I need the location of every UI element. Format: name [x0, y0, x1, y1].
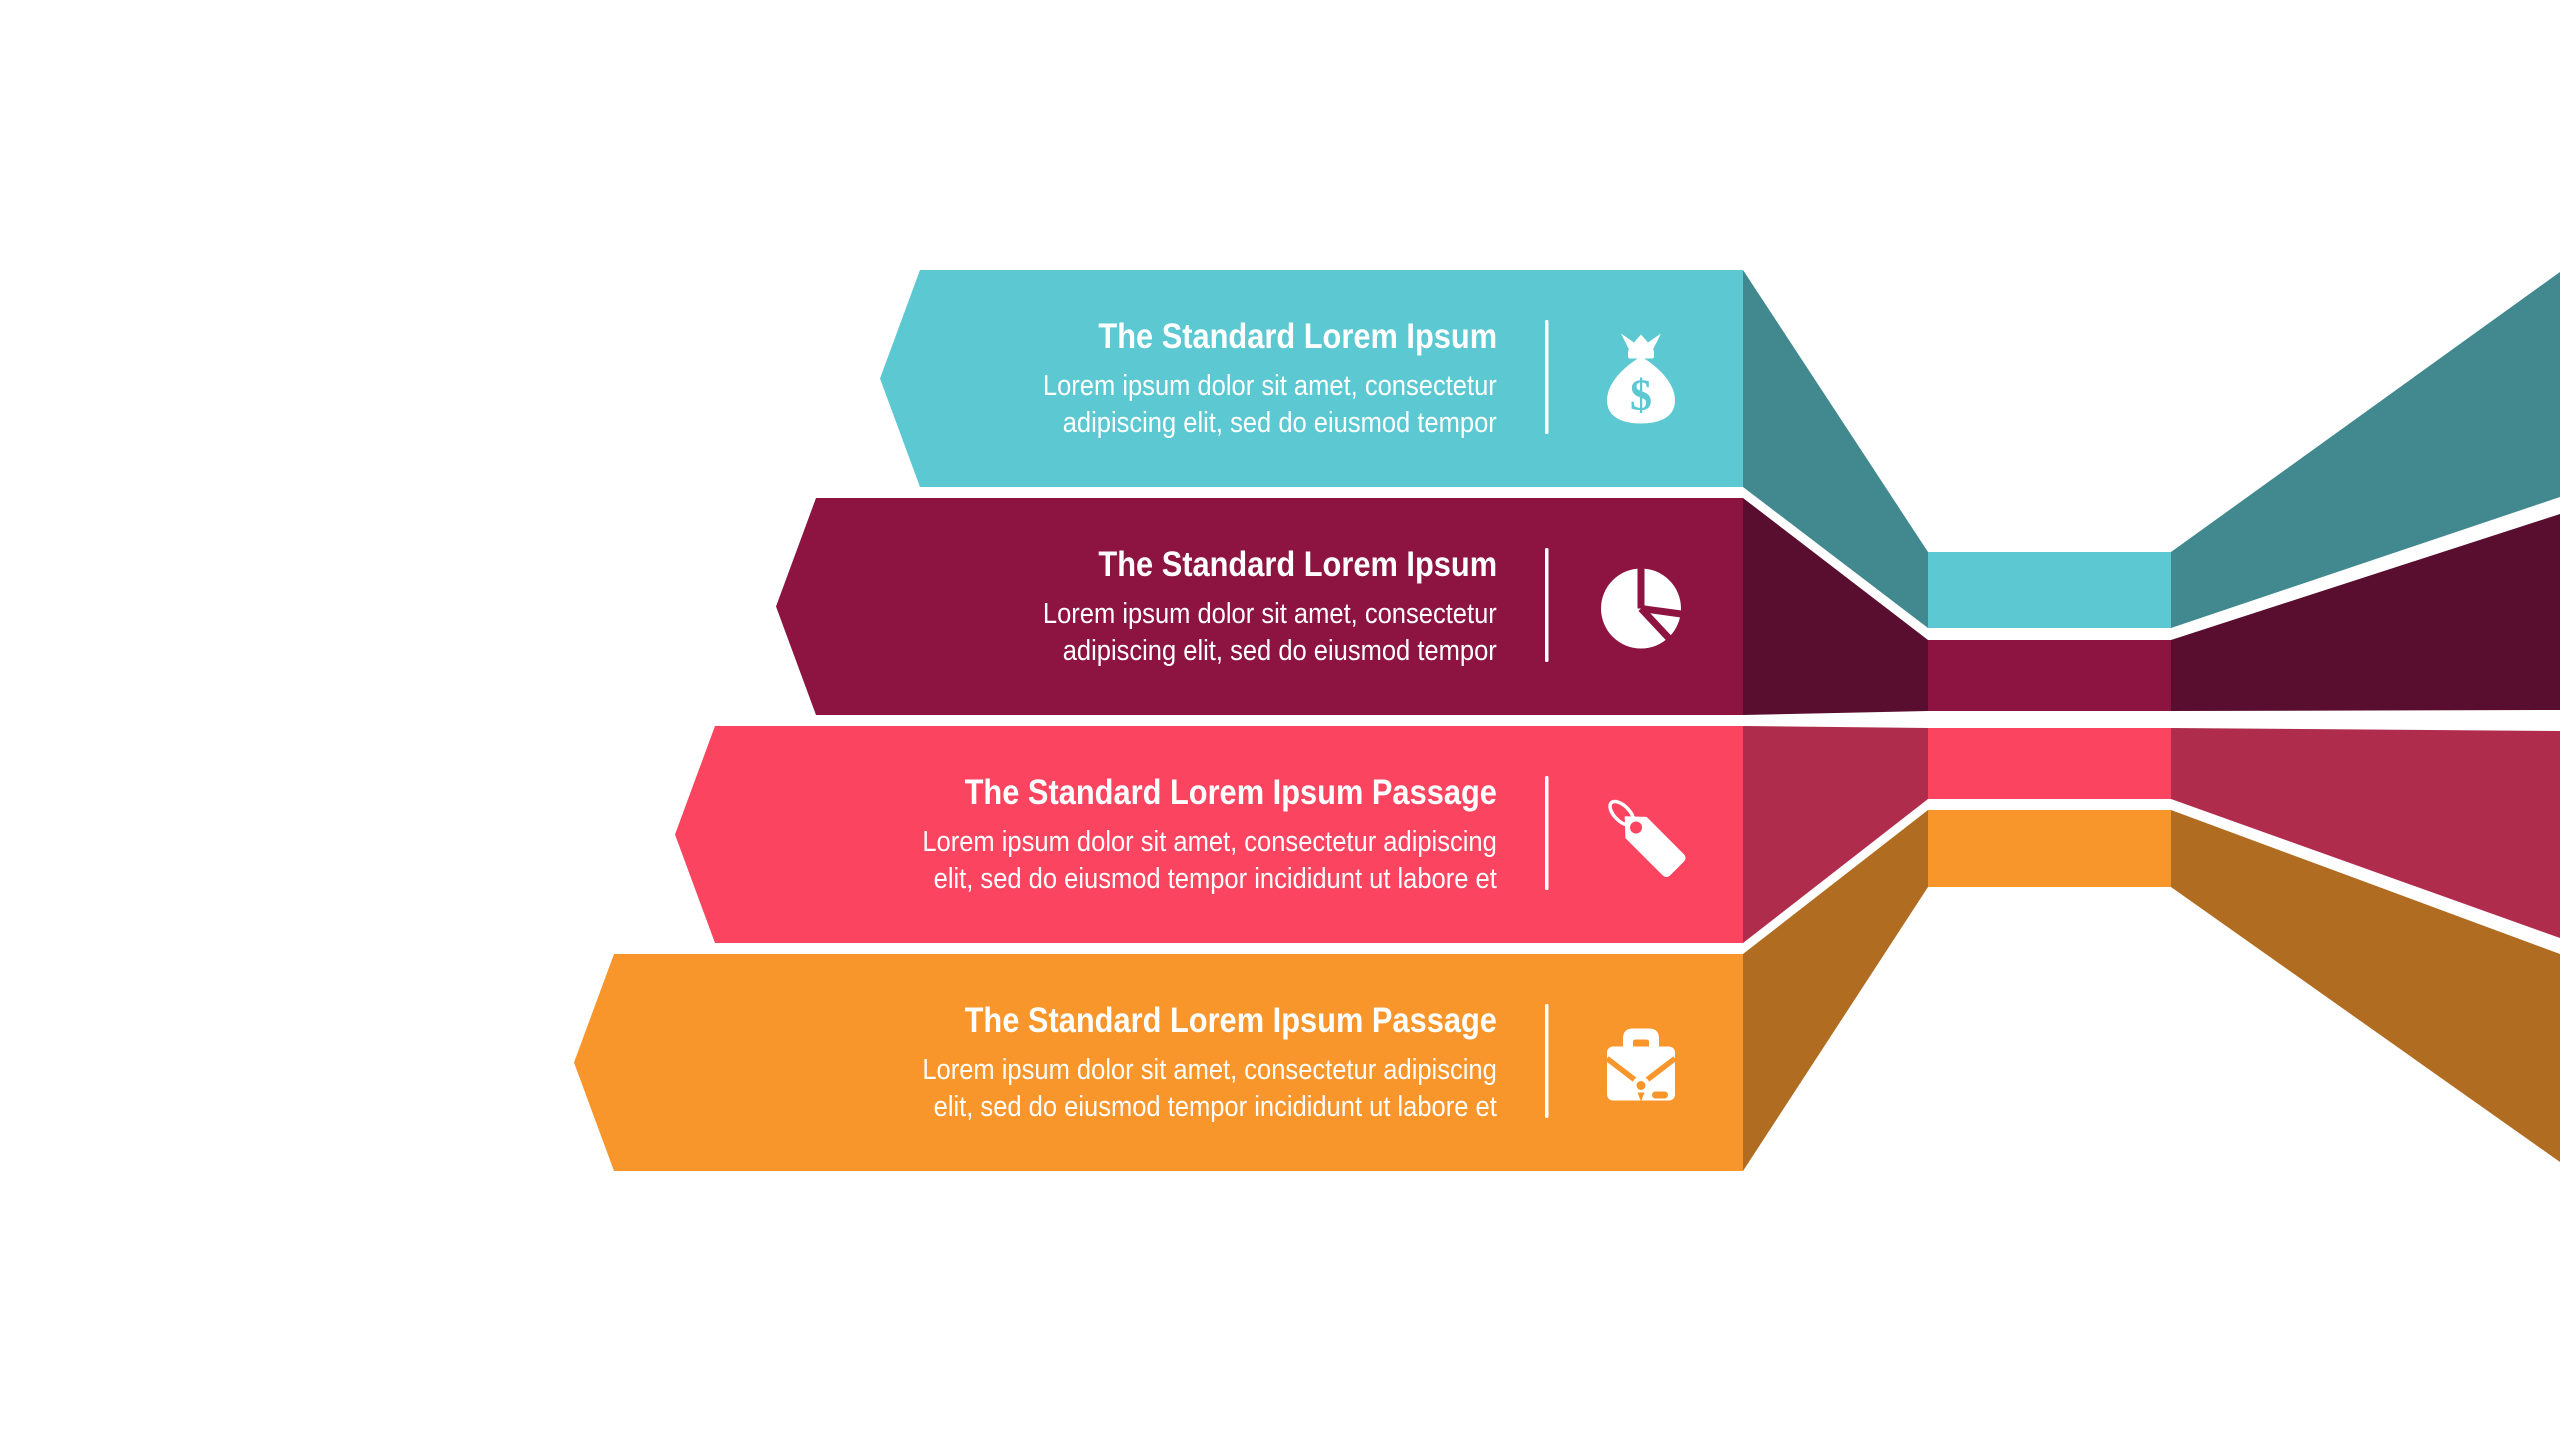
banner-4-fan-right [2171, 810, 2560, 1162]
banner-2-face [776, 498, 1743, 715]
banner-2-shade-left [1743, 498, 1928, 715]
pie-cut-horizontal [1640, 605, 1686, 618]
banner-1-fan-right [2171, 272, 2560, 628]
banner-4-face [574, 954, 1743, 1171]
banner-1-divider [1545, 320, 1549, 434]
banner-4-neck [1928, 810, 2171, 887]
price-tag-icon [1608, 799, 1686, 878]
briefcase-clasp-tongue [1637, 1092, 1645, 1102]
pie-cut-diagonal [1638, 606, 1674, 643]
banner-1-face [880, 270, 1743, 487]
money-bag-collar [1628, 349, 1654, 359]
banner-1-shade-left [1743, 270, 1928, 628]
banner-4-divider [1545, 1004, 1549, 1118]
briefcase-clasp-dot [1636, 1081, 1646, 1090]
banner-3-fan-right [2171, 728, 2560, 938]
banner-4-shade-left [1743, 810, 1928, 1171]
briefcase-body [1607, 1046, 1675, 1101]
money-bag-icon: $ [1607, 333, 1675, 424]
banner-2-fan-right [2171, 514, 2560, 711]
banner-3-neck [1928, 728, 2171, 799]
banner-3-divider [1545, 776, 1549, 890]
dollar-sign: $ [1630, 371, 1652, 420]
briefcase-handle [1623, 1028, 1659, 1049]
banner-3-shade-left [1743, 726, 1928, 943]
banner-2-divider [1545, 548, 1549, 662]
pie-chart-icon [1601, 564, 1686, 649]
banner-1-neck [1928, 552, 2171, 628]
briefcase-dash [1652, 1091, 1668, 1099]
briefcase-icon [1605, 1028, 1677, 1102]
money-bag-ribbon [1621, 333, 1661, 354]
banner-3-face [675, 726, 1743, 943]
banner-2-neck [1928, 640, 2171, 711]
price-tag-hole [1630, 821, 1643, 834]
money-bag-body [1607, 356, 1675, 424]
